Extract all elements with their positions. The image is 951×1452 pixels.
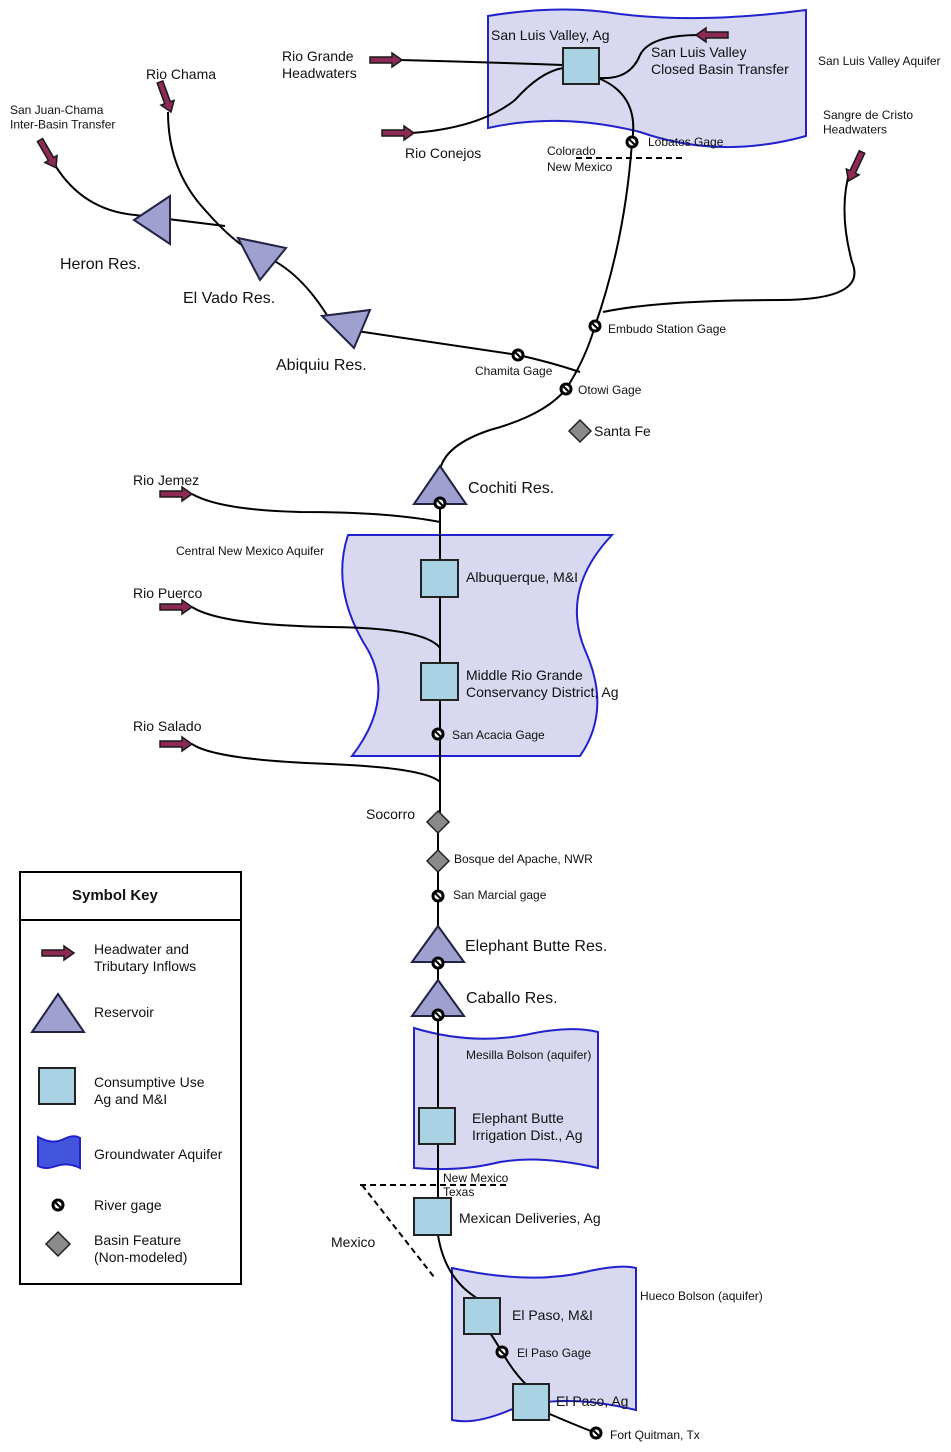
gage-san-marcial (431, 889, 445, 903)
feature-bosque (425, 848, 451, 874)
key-reservoir-label: Reservoir (94, 1004, 154, 1020)
label-reservoir-elephant-butte: Elephant Butte Res. (465, 938, 607, 955)
inflow-arrow-sangre-de-cristo (845, 149, 866, 183)
feature-socorro (425, 809, 451, 835)
label-reservoir-abiquiu: Abiquiu Res. (276, 357, 367, 374)
cu-san-luis-valley (562, 47, 600, 85)
label-new-mexico-south: New Mexico (443, 1171, 509, 1185)
label-texas: Texas (443, 1185, 474, 1199)
inflow-arrow-rio-conejos (381, 124, 416, 142)
feature-santa-fe (567, 418, 593, 444)
gage-lobatos (625, 135, 639, 149)
key-inflow-icon (41, 944, 76, 962)
cu-el-paso-ag (512, 1383, 550, 1421)
label-gage-chamita: Chamita Gage (475, 364, 553, 378)
key-reservoir-icon (30, 992, 86, 1033)
gage-embudo (588, 319, 602, 333)
key-consumptive-icon (38, 1067, 76, 1105)
gage-cochiti (433, 496, 447, 510)
label-feature-santa-fe: Santa Fe (594, 423, 651, 439)
label-colorado: Colorado (547, 144, 596, 158)
label-cu-el-paso-mi: El Paso, M&I (512, 1307, 593, 1323)
label-feature-bosque: Bosque del Apache, NWR (454, 852, 593, 866)
gage-san-acacia (431, 727, 445, 741)
label-gage-san-acacia: San Acacia Gage (452, 728, 545, 742)
label-cu-mexican-deliveries: Mexican Deliveries, Ag (459, 1210, 601, 1226)
river-network (51, 34, 856, 1434)
label-rio-conejos: Rio Conejos (405, 145, 481, 161)
label-rio-salado: Rio Salado (133, 718, 202, 734)
key-feature-icon (44, 1230, 72, 1258)
label-rio-puerco: Rio Puerco (133, 585, 202, 601)
key-gage-label: River gage (94, 1197, 162, 1213)
label-gage-san-marcial: San Marcial gage (453, 888, 547, 902)
inflow-arrow-rio-chama (156, 80, 176, 114)
label-rio-chama: Rio Chama (146, 66, 216, 82)
label-new-mexico-north: New Mexico (547, 160, 613, 174)
inflow-arrow-rio-grande-headwaters (369, 51, 404, 69)
gage-elephant-butte (431, 956, 445, 970)
label-gage-fort-quitman: Fort Quitman, Tx (610, 1428, 700, 1442)
reservoir-el-vado (236, 236, 288, 282)
label-feature-socorro: Socorro (366, 806, 415, 822)
cu-mexican-deliveries (413, 1197, 452, 1236)
label-reservoir-caballo: Caballo Res. (466, 990, 558, 1007)
gage-chamita (511, 348, 525, 362)
label-reservoir-cochiti: Cochiti Res. (468, 480, 554, 497)
key-feature-label: Basin Feature(Non-modeled) (94, 1232, 187, 1265)
label-gage-lobatos: Lobatos Gage (648, 135, 724, 149)
label-rio-jemez: Rio Jemez (133, 472, 199, 488)
inflow-arrow-rio-jemez (159, 485, 194, 503)
inflow-arrow-rio-puerco (159, 598, 194, 616)
cu-el-paso-mi (463, 1297, 501, 1335)
label-reservoir-el-vado: El Vado Res. (183, 290, 275, 307)
reservoir-heron (132, 194, 171, 246)
label-aquifer-hueco: Hueco Bolson (aquifer) (640, 1289, 763, 1303)
label-cu-san-luis-valley: San Luis Valley, Ag (491, 27, 610, 43)
cu-ebid (418, 1107, 456, 1145)
cu-albuquerque (420, 559, 459, 598)
key-aquifer-icon (37, 1135, 81, 1170)
label-reservoir-heron: Heron Res. (60, 256, 141, 273)
gage-el-paso (495, 1345, 509, 1359)
label-aquifer-mesilla: Mesilla Bolson (aquifer) (466, 1048, 591, 1062)
state-borders (360, 157, 684, 1278)
gage-fort-quitman (589, 1426, 603, 1440)
aquifer-san-luis-valley (487, 8, 807, 149)
label-cu-albuquerque: Albuquerque, M&I (466, 569, 578, 585)
key-gage-icon (51, 1198, 65, 1212)
aquifer-central-new-mexico (341, 534, 615, 757)
cu-mrgcd (420, 662, 459, 701)
label-gage-otowi: Otowi Gage (578, 383, 642, 397)
label-gage-el-paso: El Paso Gage (517, 1346, 591, 1360)
label-aquifer-central: Central New Mexico Aquifer (176, 544, 324, 558)
inflow-arrow-closed-basin (694, 26, 729, 44)
aquifer-mesilla-bolson (413, 1026, 599, 1171)
label-aquifer-san-luis: San Luis Valley Aquifer (818, 54, 941, 68)
inflow-arrow-rio-salado (159, 735, 194, 753)
gage-caballo (431, 1008, 445, 1022)
label-cu-el-paso-ag: El Paso, Ag (556, 1393, 628, 1409)
inflow-arrow-san-juan-chama (36, 137, 58, 169)
label-gage-embudo: Embudo Station Gage (608, 322, 726, 336)
gage-otowi (559, 382, 573, 396)
reservoir-abiquiu (319, 308, 372, 350)
key-title: Symbol Key (72, 887, 159, 904)
label-mexico: Mexico (331, 1234, 376, 1250)
key-aquifer-label: Groundwater Aquifer (94, 1146, 223, 1162)
